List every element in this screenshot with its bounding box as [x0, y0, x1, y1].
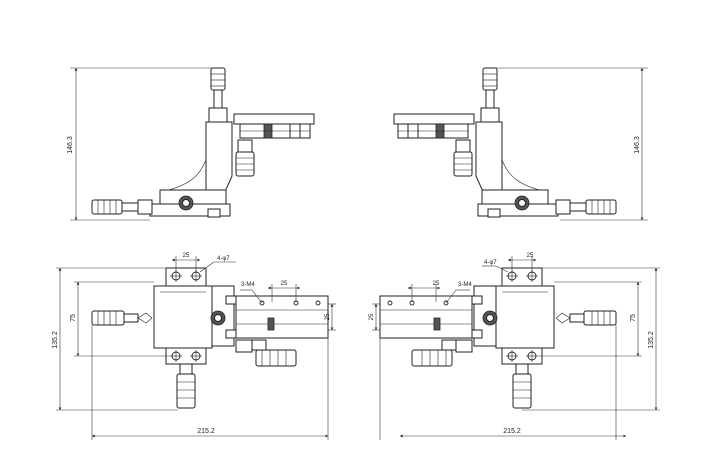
dimensions-top-right: 135.2 75 215.2 25 4-φ7 25 3-M4 25 [369, 253, 660, 440]
length-label-left: 215.2 [197, 428, 215, 435]
mount-hole-note-right: 4-φ7 [484, 260, 497, 266]
width-label-left: 135.2 [52, 331, 59, 349]
lug-pitch-label-left: 25 [183, 253, 190, 259]
dimensions-top-left: 135.2 75 215.2 25 4-φ7 25 3-M4 25 [52, 253, 336, 440]
top-view-right [379, 267, 617, 409]
top-view-left [91, 267, 329, 409]
arm-width-label-right: 25 [369, 313, 375, 320]
height-dimension-right: 146.3 [490, 67, 648, 221]
arm-pitch-label-left: 25 [281, 281, 288, 287]
side-view-left [91, 67, 315, 218]
height-dimension-left: 146.3 [67, 67, 222, 221]
pitch75-label-left: 75 [70, 314, 77, 322]
tapped-hole-note-left: 3-M4 [241, 282, 255, 288]
lug-pitch-label-right: 25 [527, 253, 534, 259]
pitch75-label-right: 75 [630, 314, 637, 322]
height-label-right: 146.3 [634, 136, 641, 154]
height-label-left: 146.3 [67, 136, 74, 154]
arm-pitch-label-right: 25 [433, 281, 440, 287]
mount-hole-note-left: 4-φ7 [217, 256, 230, 262]
side-view-right [393, 67, 617, 218]
length-label-right: 215.2 [503, 428, 521, 435]
tapped-hole-note-right: 3-M4 [458, 282, 472, 288]
arm-width-label-left: 25 [325, 313, 331, 320]
width-label-right: 135.2 [648, 331, 655, 349]
